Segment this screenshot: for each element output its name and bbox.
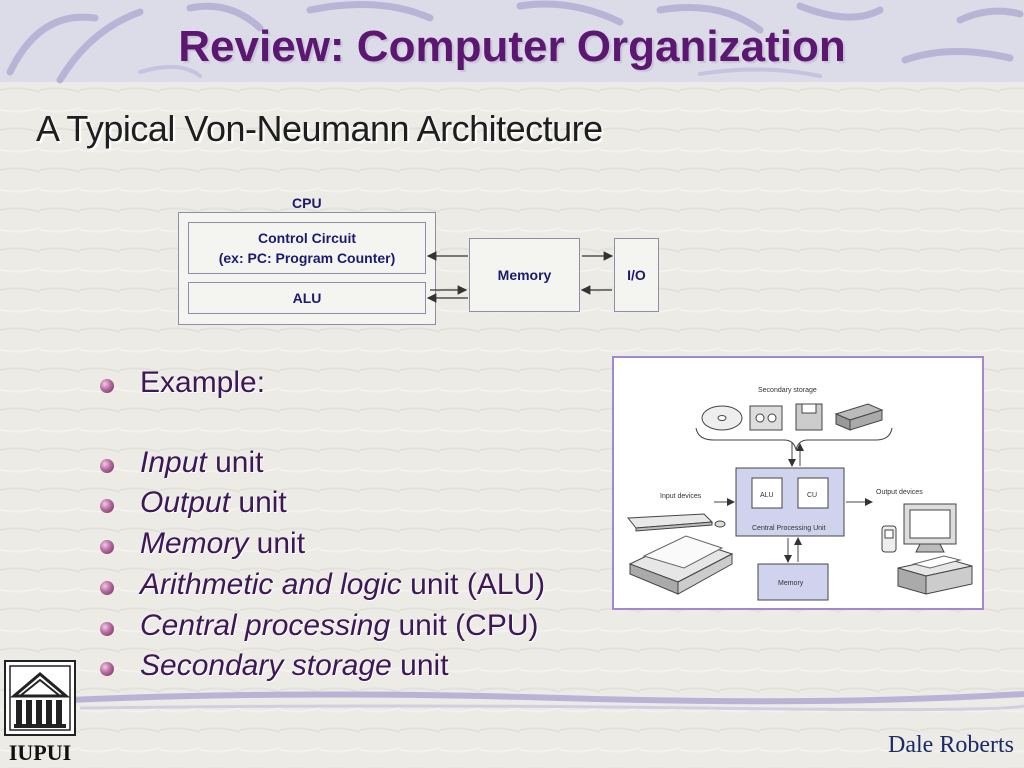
iupui-logo: IUPUI <box>4 660 76 764</box>
floppy-icon <box>795 403 823 431</box>
output-devices-label: Output devices <box>876 489 923 496</box>
control-circuit-line1: Control Circuit <box>258 230 356 246</box>
scanner-icon <box>628 535 734 595</box>
control-circuit-line2: (ex: PC: Program Counter) <box>218 250 396 266</box>
memory-box: Memory <box>469 238 580 312</box>
alu-box: ALU <box>188 282 426 314</box>
memory-text: Memory <box>778 580 804 587</box>
drive-icon <box>834 403 884 431</box>
slide-title: Review: Computer Organization <box>178 22 846 71</box>
bullet-icon <box>100 499 114 513</box>
logo-text: IUPUI <box>9 740 71 764</box>
printer-icon <box>897 555 973 595</box>
cpu-caption: Central Processing Unit <box>752 525 826 532</box>
io-box: I/O <box>614 238 659 312</box>
footer-swirl <box>69 691 1024 705</box>
control-circuit-box: Control Circuit (ex: PC: Program Counter… <box>188 222 426 274</box>
swirl-decoration <box>6 0 1024 84</box>
bullet-icon <box>100 459 114 473</box>
tape-icon <box>749 405 783 431</box>
bullet-icon <box>100 379 114 393</box>
cu-text: CU <box>807 492 817 499</box>
slide-subtitle: A Typical Von-Neumann Architecture <box>36 108 603 149</box>
phone-icon <box>881 525 897 553</box>
author-name: Dale Roberts <box>888 732 1014 758</box>
keyboard-icon <box>627 513 726 532</box>
bullet-icon <box>100 540 114 554</box>
illustration-drawing: Secondary storage ALU CU Central <box>627 387 973 601</box>
memory-block <box>757 563 829 601</box>
disk-icon <box>701 405 743 431</box>
monitor-icon <box>903 503 957 553</box>
input-devices-label: Input devices <box>660 493 702 500</box>
secondary-storage-label: Secondary storage <box>758 387 817 394</box>
cpu-label: CPU <box>292 195 322 211</box>
alu-text: ALU <box>760 492 774 499</box>
bullet-icon <box>100 581 114 595</box>
bullet-icon <box>100 622 114 636</box>
bullet-icon <box>100 662 114 676</box>
computer-illustration: Secondary storage ALU CU Central <box>612 356 984 610</box>
